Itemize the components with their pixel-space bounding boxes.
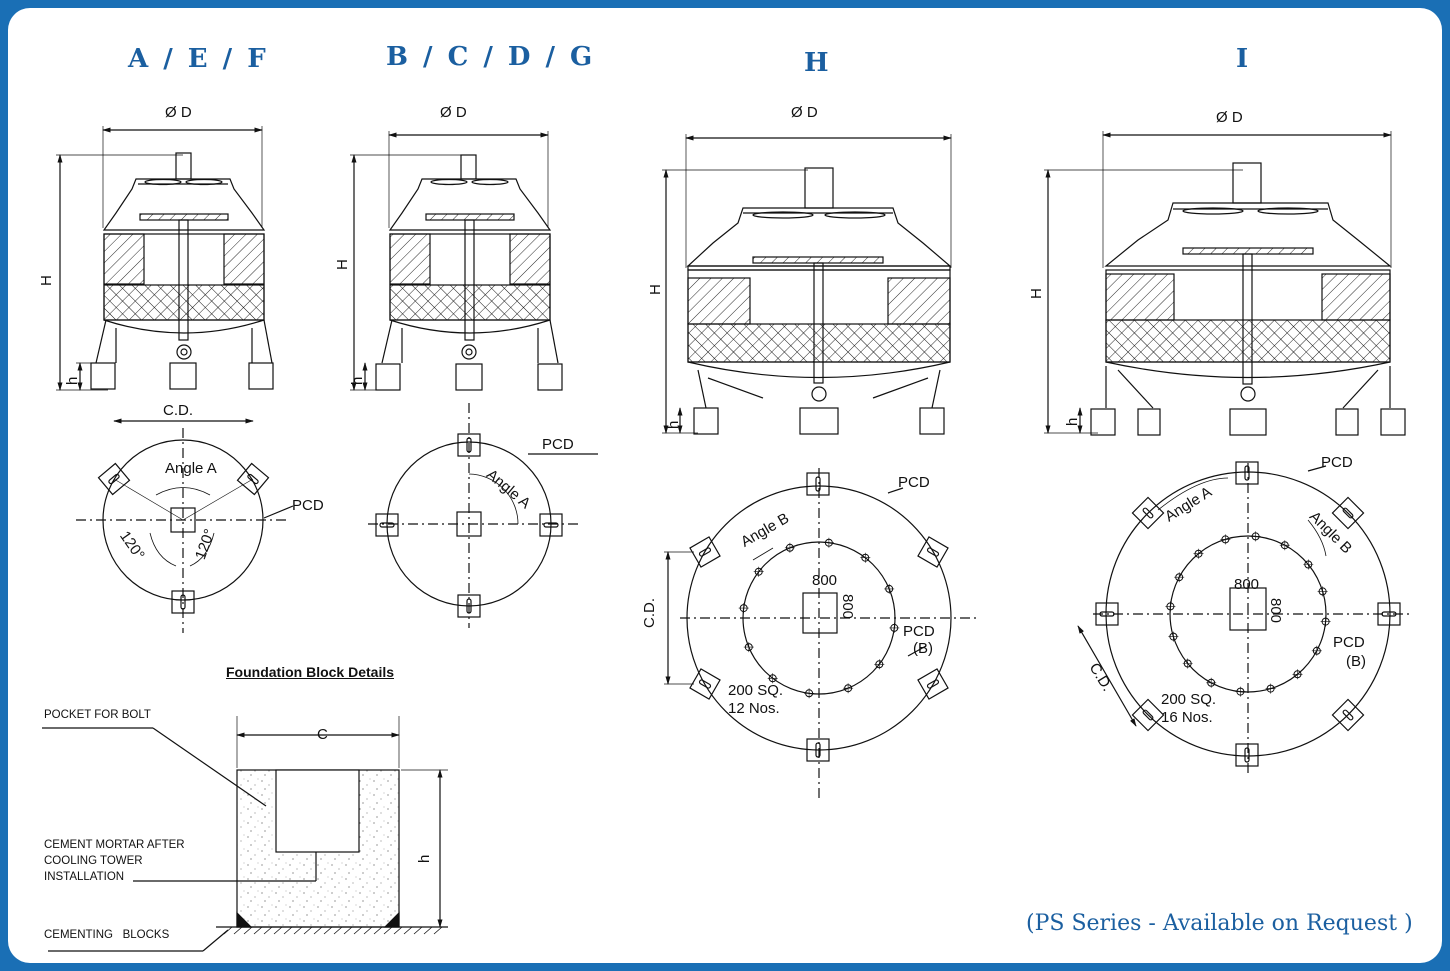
pcd-b-label-h: PCD bbox=[903, 623, 935, 640]
fanbox-h-h: 800 bbox=[839, 594, 856, 620]
pocket-note: POCKET FOR BOLT bbox=[44, 709, 151, 721]
pcd-b-label-i: PCD bbox=[1333, 634, 1365, 651]
tower-i-bolt-cross bbox=[1250, 531, 1261, 542]
height-label-i: H bbox=[1028, 288, 1045, 299]
tower-aef-plan bbox=[76, 418, 294, 633]
tower-h-bolt-cross bbox=[884, 583, 895, 594]
diameter-label-bcdg: Ø D bbox=[440, 104, 467, 121]
tower-i-bolt-cross bbox=[1265, 683, 1276, 694]
tower-i-bolt-cross bbox=[1174, 572, 1185, 583]
tower-i-elevation bbox=[1044, 131, 1406, 436]
height-label-h: H bbox=[647, 284, 664, 295]
tower-h-bolt-cross bbox=[843, 683, 854, 694]
pcd-label-i: PCD bbox=[1321, 454, 1353, 471]
ps-series-note: (PS Series - Available on Request ) bbox=[1026, 911, 1413, 936]
pcd-label-bcdg: PCD bbox=[542, 436, 574, 453]
title-aef: A / E / F bbox=[128, 44, 269, 74]
tower-i-bolt-cross bbox=[1165, 601, 1176, 612]
width-c-label: C bbox=[317, 726, 328, 743]
cd-label-h: C.D. bbox=[641, 598, 658, 628]
tower-bcdg-elevation bbox=[350, 131, 563, 391]
tower-h-elevation bbox=[662, 134, 952, 435]
tower-aef-elevation bbox=[56, 126, 274, 391]
leg-label-i: h bbox=[1064, 417, 1081, 426]
tower-h-bolt-cross bbox=[784, 542, 795, 553]
height-label-bcdg: H bbox=[334, 259, 351, 270]
tower-h-bolt-cross bbox=[823, 537, 834, 548]
tower-i-bolt-cross bbox=[1311, 645, 1322, 656]
drawing-sheet: A / E / F B / C / D / G H I Ø D Ø D Ø D … bbox=[8, 8, 1442, 963]
pcd-b-sub-h: (B) bbox=[913, 640, 933, 657]
tower-i-bolt-cross bbox=[1206, 677, 1217, 688]
tower-bcdg-plan bbox=[368, 403, 598, 628]
tower-h-bolt-cross bbox=[804, 688, 815, 699]
tower-i-bolt-cross bbox=[1303, 559, 1314, 570]
tower-h-bolt-cross bbox=[738, 603, 749, 614]
tower-i-bolt-cross bbox=[1235, 686, 1246, 697]
tower-h-bolt-cross bbox=[889, 622, 900, 633]
fanbox-w-h: 800 bbox=[812, 572, 838, 589]
tower-i-plan bbox=[1077, 461, 1410, 773]
diameter-label-aef: Ø D bbox=[165, 104, 192, 121]
diameter-label-h: Ø D bbox=[791, 104, 818, 121]
tower-i-bolt-cross bbox=[1193, 548, 1204, 559]
bolt-size-i: 200 SQ. bbox=[1161, 691, 1217, 708]
height-label-aef: H bbox=[38, 275, 55, 286]
tower-i-bolt-cross bbox=[1220, 534, 1231, 545]
leg-label-bcdg: h bbox=[349, 376, 366, 385]
tower-h-bolt-cross bbox=[767, 673, 778, 684]
tower-i-bolt-cross bbox=[1279, 540, 1290, 551]
tower-i-bolt-cross bbox=[1168, 631, 1179, 642]
cd-label-aef: C.D. bbox=[163, 402, 193, 419]
fanbox-w-i: 800 bbox=[1234, 576, 1260, 593]
bolt-count-h: 12 Nos. bbox=[728, 700, 780, 717]
angle-a-label-aef: Angle A bbox=[165, 460, 217, 477]
technical-drawing bbox=[42, 126, 1410, 952]
title-h: H bbox=[804, 48, 832, 78]
pcd-b-sub-i: (B) bbox=[1346, 653, 1366, 670]
height-h-label: h bbox=[416, 854, 433, 863]
leg-label-h: h bbox=[665, 420, 682, 429]
diameter-label-i: Ø D bbox=[1216, 109, 1243, 126]
tower-i-bolt-cross bbox=[1320, 616, 1331, 627]
bolt-count-i: 16 Nos. bbox=[1161, 709, 1213, 726]
pcd-label-h: PCD bbox=[898, 474, 930, 491]
title-bcdg: B / C / D / G bbox=[386, 42, 596, 72]
mortar-note-2: COOLING TOWER bbox=[44, 855, 143, 867]
tower-h-bolt-cross bbox=[743, 642, 754, 653]
tower-i-bolt-cross bbox=[1317, 586, 1328, 597]
fanbox-h-i: 800 bbox=[1267, 598, 1284, 624]
tower-i-bolt-cross bbox=[1292, 669, 1303, 680]
foundation-block bbox=[42, 716, 448, 952]
mortar-note-3: INSTALLATION bbox=[44, 871, 125, 883]
mortar-note-1: CEMENT MORTAR AFTER bbox=[44, 839, 185, 851]
bolt-size-h: 200 SQ. bbox=[728, 682, 784, 699]
tower-h-plan bbox=[664, 468, 978, 798]
pcd-label-aef: PCD bbox=[292, 497, 324, 514]
tower-i-bolt-cross bbox=[1182, 658, 1193, 669]
tower-h-bolt-cross bbox=[874, 659, 885, 670]
leg-label-aef: h bbox=[64, 376, 81, 385]
tower-h-bolt-cross bbox=[753, 566, 764, 577]
title-i: I bbox=[1236, 44, 1252, 74]
foundation-heading: Foundation Block Details bbox=[226, 664, 395, 680]
blocks-note: CEMENTING BLOCKS bbox=[44, 929, 170, 941]
tower-h-bolt-cross bbox=[860, 552, 871, 563]
